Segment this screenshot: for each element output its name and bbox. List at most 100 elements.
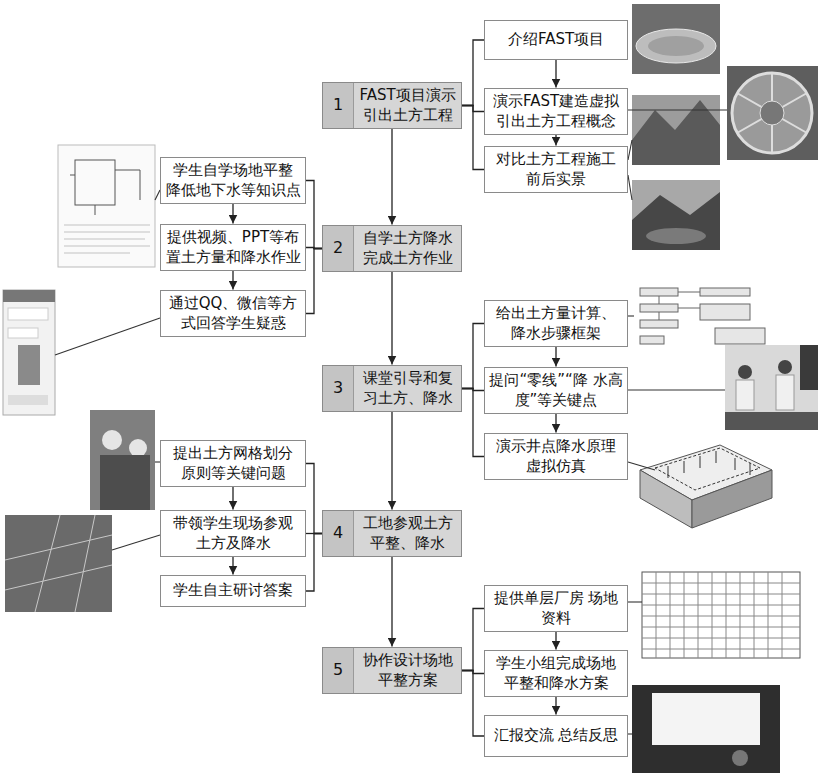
step-number: 3 — [323, 366, 354, 411]
dish-photo — [632, 4, 720, 74]
photo-frame — [632, 685, 780, 773]
box-text: 通过QQ、微信等方 式回答学生疑惑 — [165, 294, 301, 333]
box-text: 给出土方量计算、 降水步骤框架 — [489, 304, 623, 343]
screen-shape — [652, 693, 760, 745]
leader-line — [628, 315, 634, 316]
plan-columns — [656, 572, 782, 658]
flow-arrow — [232, 271, 233, 290]
helmet-shape — [102, 430, 122, 450]
chart-box — [715, 328, 765, 344]
leader-line — [628, 109, 727, 110]
chat-bubble — [8, 308, 48, 320]
step-number: 2 — [323, 226, 354, 271]
step-box: 提问“零线”“降 水高度”等关键点 — [484, 367, 628, 414]
chat-screenshot — [3, 290, 55, 415]
step-box: 介绍FAST项目 — [484, 20, 628, 60]
chart-box — [640, 336, 664, 344]
stage-box: 5协作设计场地 平整方案 — [322, 647, 462, 694]
leader-line — [628, 140, 632, 160]
flow-arrow — [555, 135, 556, 146]
bracket-line — [306, 464, 322, 534]
step-box: 演示FAST建造虚拟 引出土方工程概念 — [484, 88, 628, 135]
helmet-shape — [129, 439, 147, 457]
dewatering-model — [640, 445, 772, 528]
person-body — [776, 375, 794, 410]
stage-box: 3课堂引导和复 习土方、降水 — [322, 365, 462, 412]
bracket-line — [462, 324, 484, 389]
leader-line — [55, 318, 160, 355]
box-text: 汇报交流 总结反思 — [489, 726, 623, 746]
wheel-spokes — [737, 73, 807, 153]
site-photo-before — [632, 95, 720, 165]
plan-frame — [642, 572, 800, 658]
step-number: 4 — [323, 511, 354, 556]
leader-lines — [55, 110, 727, 734]
stage-box: 4工地参观土方 平整、降水 — [322, 510, 462, 557]
chat-bubble — [8, 395, 48, 405]
worker-photo — [90, 410, 155, 510]
pit-side — [640, 470, 692, 528]
box-text: 协作设计场地 平整方案 — [354, 648, 461, 693]
step-number: 1 — [323, 83, 354, 128]
flow-arrow — [391, 129, 392, 225]
bracket-line — [462, 389, 484, 457]
board-shape — [800, 345, 818, 390]
chart-box — [700, 288, 750, 296]
bracket-line — [306, 249, 322, 314]
leader-line — [628, 175, 632, 200]
leader-line — [628, 389, 725, 390]
flow-arrow — [232, 487, 233, 510]
stage-box: 2自学土方降水 完成土方作业 — [322, 225, 462, 272]
bracket-line — [306, 534, 322, 592]
bracket-line — [462, 671, 484, 737]
box-text: 提出土方网格划分 原则等关键问题 — [165, 444, 301, 483]
photo-frame — [727, 66, 818, 160]
box-text: FAST项目演示 引出土方工程 — [354, 83, 461, 128]
flow-arrow — [555, 60, 556, 88]
page-frame — [58, 145, 155, 267]
body-shape — [100, 455, 150, 510]
leader-line — [628, 733, 632, 734]
photo-frame — [725, 345, 818, 430]
step-box: 汇报交流 总结反思 — [484, 715, 628, 757]
flow-arrow — [391, 272, 392, 365]
step-box: 给出土方量计算、 降水步骤框架 — [484, 300, 628, 347]
stage-box: 1FAST项目演示 引出土方工程 — [322, 82, 462, 129]
box-text: 介绍FAST项目 — [489, 30, 623, 50]
flow-arrow — [555, 632, 556, 650]
box-text: 学生自主研讨答案 — [165, 581, 301, 601]
phone-frame — [3, 290, 55, 415]
classroom-photo — [725, 345, 818, 430]
box-text: 带领学生现场参观 土方及降水 — [165, 514, 301, 553]
person-head — [738, 365, 752, 379]
step-box: 学生小组完成场地 平整和降水方案 — [484, 650, 628, 697]
box-text: 对比土方工程施工 前后实景 — [489, 150, 623, 189]
photo-frame — [632, 180, 720, 250]
bracket-line — [462, 106, 484, 170]
box-text: 课堂引导和复 习土方、降水 — [354, 366, 461, 411]
flow-arrow — [555, 347, 556, 367]
flow-arrow — [555, 697, 556, 715]
pit-side — [692, 470, 772, 528]
step-box: 提供视频、PPT等布 置土方量和降水作业 — [160, 224, 306, 271]
steps-chart — [634, 272, 774, 350]
site-grid-plan — [642, 572, 800, 658]
chart-frame — [634, 272, 774, 350]
pipe-drawing — [70, 170, 140, 215]
grid-lines — [5, 515, 112, 612]
box-text: 演示井点降水原理 虚拟仿真 — [489, 437, 623, 476]
presentation-photo — [632, 685, 780, 773]
segment-wheel — [727, 66, 818, 160]
plan-rows — [642, 583, 800, 649]
box-text: 提供视频、PPT等布 置土方量和降水作业 — [165, 228, 301, 267]
step-box: 演示井点降水原理 虚拟仿真 — [484, 433, 628, 480]
person-head — [778, 360, 792, 374]
site-photo-after — [632, 180, 720, 250]
chart-box — [700, 304, 750, 320]
step-box: 对比土方工程施工 前后实景 — [484, 146, 628, 193]
chat-image — [18, 345, 40, 385]
flow-arrow — [391, 412, 392, 510]
box-text: 演示FAST建造虚拟 引出土方工程概念 — [489, 92, 623, 131]
chart-box — [640, 304, 678, 312]
